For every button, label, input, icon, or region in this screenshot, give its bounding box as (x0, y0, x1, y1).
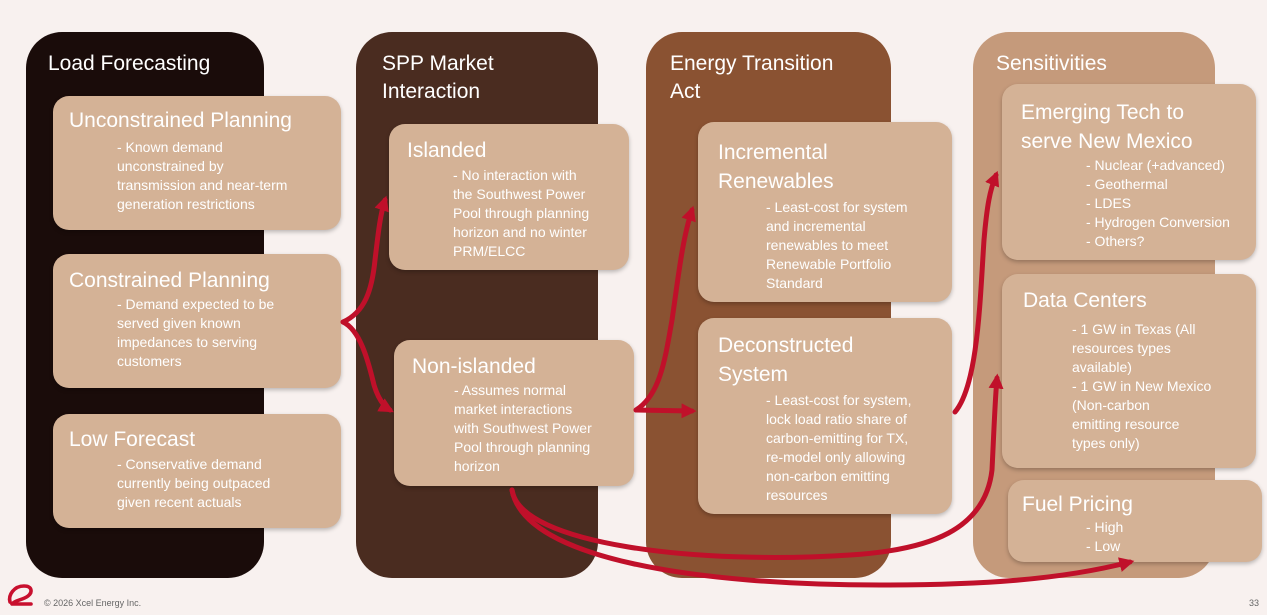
column-title-energy-transition-act: Energy Transition Act (670, 52, 834, 103)
box-title: Islanded (407, 139, 487, 162)
box-incremental-renewables: Incremental Renewables - Least-cost for … (698, 122, 952, 302)
list-item: - LDES (1086, 195, 1132, 211)
box-body: - No interaction with the Southwest Powe… (453, 167, 590, 259)
box-fuel-pricing: Fuel Pricing - High - Low (1008, 480, 1262, 562)
box-body: - Least-cost for system, lock load ratio… (766, 392, 912, 503)
list-item: - 1 GW in Texas (All resources types ava… (1072, 321, 1196, 375)
box-unconstrained-planning: Unconstrained Planning - Known demand un… (53, 96, 341, 230)
box-title: Incremental Renewables (718, 141, 834, 193)
box-constrained-planning: Constrained Planning - Demand expected t… (53, 254, 341, 388)
box-data-centers: Data Centers - 1 GW in Texas (All resour… (1002, 274, 1256, 468)
box-title: Data Centers (1023, 289, 1147, 312)
box-title: Emerging Tech to serve New Mexico (1021, 101, 1193, 153)
box-emerging-tech: Emerging Tech to serve New Mexico - Nucl… (1002, 84, 1256, 260)
box-title: Constrained Planning (69, 269, 270, 292)
box-non-islanded: Non-islanded - Assumes normal market int… (394, 340, 634, 486)
list-item: - Hydrogen Conversion (1086, 214, 1230, 230)
page-number: 33 (1249, 598, 1260, 608)
box-deconstructed-system: Deconstructed System - Least-cost for sy… (698, 318, 952, 514)
copyright-text: © 2026 Xcel Energy Inc. (44, 598, 142, 608)
list-item: - 1 GW in New Mexico (Non-carbon emittin… (1072, 378, 1212, 451)
box-body: - Demand expected to be served given kno… (117, 296, 275, 369)
emerging-tech-list: - Nuclear (+advanced) - Geothermal - LDE… (1086, 156, 1230, 251)
list-item: - High (1086, 519, 1124, 535)
box-islanded: Islanded - No interaction with the South… (389, 124, 629, 270)
column-title-spp-market-interaction: SPP Market Interaction (382, 52, 494, 103)
column-spp-market-interaction (356, 32, 598, 578)
box-title: Deconstructed System (718, 334, 854, 386)
box-low-forecast: Low Forecast - Conservative demand curre… (53, 414, 341, 528)
box-title: Low Forecast (69, 428, 196, 451)
box-title: Non-islanded (412, 355, 536, 378)
xcel-logo-icon (7, 584, 33, 606)
list-item: - Nuclear (+advanced) (1086, 157, 1225, 173)
box-title: Fuel Pricing (1022, 493, 1133, 516)
box-body: - Conservative demand currently being ou… (117, 456, 271, 510)
column-title-load-forecasting: Load Forecasting (48, 52, 211, 75)
fuel-pricing-list: - High - Low (1086, 518, 1123, 556)
box-body: - Known demand unconstrained by transmis… (117, 139, 288, 212)
list-item: - Others? (1086, 233, 1145, 249)
data-centers-list: - 1 GW in Texas (All resources types ava… (1072, 320, 1211, 453)
box-body: - Least-cost for system and incremental … (766, 199, 908, 291)
list-item: - Geothermal (1086, 176, 1168, 192)
box-body: - Assumes normal market interactions wit… (454, 382, 592, 474)
list-item: - Low (1086, 538, 1121, 554)
column-title-sensitivities: Sensitivities (996, 52, 1107, 75)
box-title: Unconstrained Planning (69, 109, 292, 132)
